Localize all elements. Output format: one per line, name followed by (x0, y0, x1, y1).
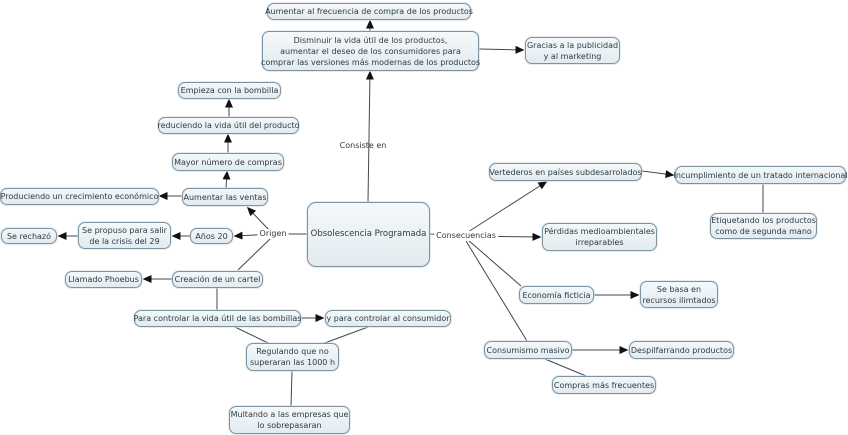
concept-node-aumentar-frecuencia[interactable]: Aumentar al frecuencia de compra de los … (265, 3, 473, 20)
connector-line (478, 45, 525, 54)
concept-node-economia-ficticia[interactable]: Economía ficticia (519, 286, 594, 304)
concept-node-gracias-publicidad[interactable]: Gracias a la publicidad y al marketing (525, 37, 620, 64)
connector-line (544, 358, 587, 377)
concept-node-y-para-controlar-consumidor[interactable]: y para controlar al consumidor (325, 310, 451, 327)
concept-node-se-propuso-crisis[interactable]: Se propuso para salir de la crisis del 2… (78, 222, 171, 249)
concept-node-creacion-cartel[interactable]: Creación de un cartel (172, 271, 263, 288)
concept-node-compras-frecuentes[interactable]: Compras más frecuentes (552, 376, 656, 394)
concept-node-empieza-bombilla[interactable]: Empieza con la bombilla (178, 82, 281, 99)
concept-node-se-basa-recursos[interactable]: Se basa en recursos ilimtados (640, 281, 718, 308)
concept-node-consumismo-masivo[interactable]: Consumismo masivo (484, 341, 572, 359)
connector-line (467, 181, 548, 233)
connector-line (234, 326, 271, 345)
concept-node-para-controlar-bombillas[interactable]: Para controlar la vida útil de las bombi… (134, 310, 301, 327)
link-label-consecuencias[interactable]: Consecuencias (434, 231, 498, 241)
connector-line (237, 237, 272, 271)
connector-line (222, 170, 231, 189)
connector-line (365, 70, 374, 203)
concept-node-central[interactable]: Obsolescencia Programada (307, 202, 430, 267)
concept-node-anos-20[interactable]: Años 20 (190, 228, 233, 244)
connector-line (465, 240, 528, 342)
concept-node-produciendo-crecimiento[interactable]: Produciendo un crecimiento económico (0, 188, 159, 205)
concept-node-etiquetando-segunda-mano[interactable]: Etiquetando los productos como de segund… (710, 213, 817, 239)
connector-line (321, 326, 369, 345)
concept-node-reduciendo-vida-util[interactable]: reduciendo la vida útil del producto (157, 117, 300, 134)
connector-line (641, 170, 675, 179)
concept-node-disminuir-vida-util[interactable]: Disminuir la vida útil de los productos,… (261, 31, 480, 71)
connector-line (290, 370, 293, 407)
concept-node-vertederos[interactable]: Vertederos en países subdesarrolados (489, 163, 642, 181)
concept-node-despilfarrando[interactable]: Despilfarrando productos (629, 341, 734, 359)
concept-node-se-rechazo[interactable]: Se rechazó (1, 228, 57, 244)
concept-node-mayor-numero-compras[interactable]: Mayor número de compras (172, 153, 284, 171)
concept-node-llamado-phoebus[interactable]: Llamado Phoebus (65, 271, 142, 288)
connector-line (467, 239, 522, 287)
link-label-consiste-en[interactable]: Consiste en (339, 141, 387, 150)
link-label-origen[interactable]: Origen (257, 229, 289, 239)
concept-node-multando-empresas[interactable]: Multando a las empresas que lo sobrepasa… (229, 406, 350, 434)
concept-node-perdidas-medioambientales[interactable]: Pérdidas medioambientales irreparables (542, 223, 657, 251)
connector-line (246, 206, 270, 231)
concept-node-regulando-1000h[interactable]: Regulando que no superaran las 1000 h (246, 343, 339, 371)
concept-node-incumplimiento-tratado[interactable]: Incumplimiento de un tratado internacion… (673, 166, 848, 184)
concept-node-aumentar-ventas[interactable]: Aumentar las ventas (182, 188, 268, 206)
